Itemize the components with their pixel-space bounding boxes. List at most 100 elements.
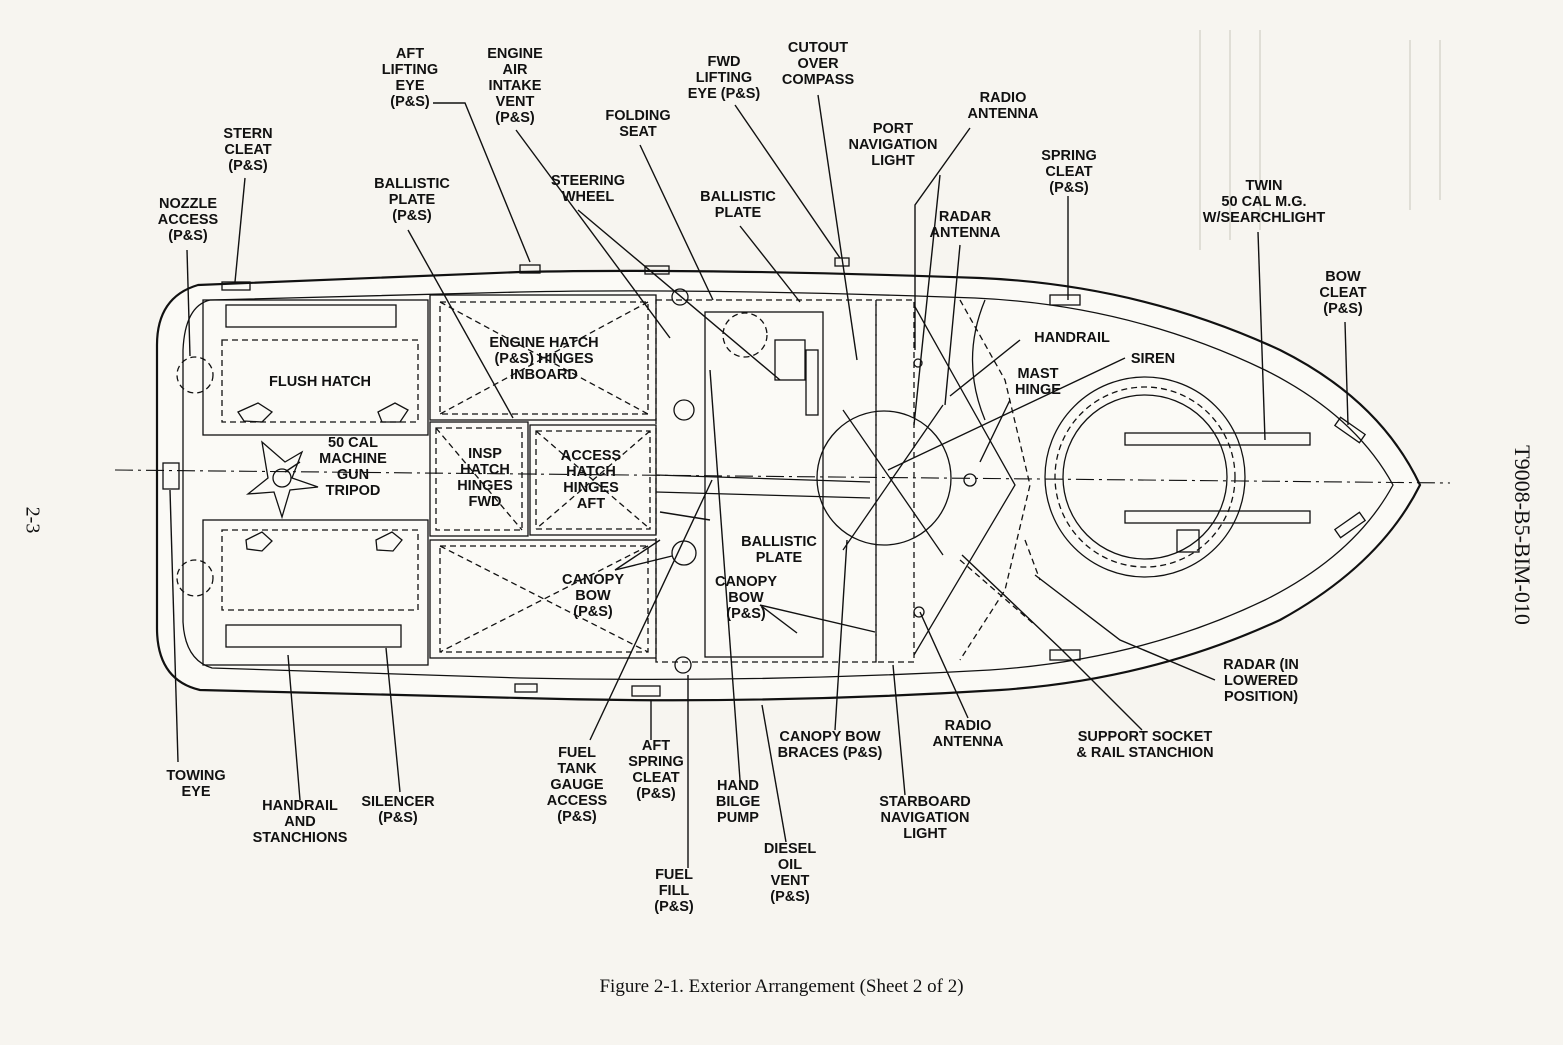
- label-line: OIL: [778, 857, 802, 873]
- label-flush-hatch: FLUSH HATCH: [269, 374, 371, 390]
- label-line: AFT: [642, 738, 670, 754]
- label-line: PUMP: [717, 810, 759, 826]
- label-line: HAND: [717, 778, 759, 794]
- engine-hatches: [429, 294, 657, 659]
- label-line: AIR: [503, 62, 529, 78]
- label-line: WHEEL: [562, 189, 615, 205]
- gun-turret: [1044, 376, 1311, 578]
- label-line: RADIO: [980, 90, 1027, 106]
- stern-hatches: [162, 299, 429, 666]
- foredeck: [816, 299, 1041, 661]
- label-line: SEAT: [619, 124, 657, 140]
- label-line: (P&S): [378, 810, 418, 826]
- label-line: TANK: [557, 761, 597, 777]
- label-line: (P&S): [228, 158, 268, 174]
- label-line: FUEL: [558, 745, 596, 761]
- label-line: (P&S): [557, 809, 597, 825]
- label-line: (P&S): [636, 786, 676, 802]
- label-line: RADAR: [939, 209, 992, 225]
- label-line: 50 CAL M.G.: [1221, 194, 1306, 210]
- label-line: ANTENNA: [968, 106, 1039, 122]
- label-line: CLEAT: [1319, 285, 1366, 301]
- label-line: BOW: [1325, 269, 1361, 285]
- label-line: W/SEARCHLIGHT: [1203, 210, 1326, 226]
- label-line: NOZZLE: [159, 196, 217, 212]
- label-line: PLATE: [756, 550, 803, 566]
- label-line: ANTENNA: [933, 734, 1004, 750]
- label-silencer: SILENCER(P&S): [361, 794, 435, 826]
- label-support-socket: SUPPORT SOCKET& RAIL STANCHION: [1076, 729, 1213, 761]
- label-line: (P&S): [1323, 301, 1363, 317]
- label-line: CANOPY: [715, 574, 777, 590]
- label-line: SPRING: [628, 754, 684, 770]
- label-line: CLEAT: [1045, 164, 1092, 180]
- label-line: FOLDING: [605, 108, 670, 124]
- label-line: GAUGE: [550, 777, 604, 793]
- label-line: BALLISTIC: [374, 176, 450, 192]
- label-line: CANOPY BOW: [779, 729, 881, 745]
- label-line: HINGES: [457, 478, 513, 494]
- label-line: BALLISTIC: [741, 534, 817, 550]
- label-line: FLUSH HATCH: [269, 374, 371, 390]
- label-line: LIFTING: [382, 62, 438, 78]
- label-line: AFT: [577, 496, 605, 512]
- label-line: MAST: [1017, 366, 1058, 382]
- page-number: 2-3: [21, 506, 44, 534]
- label-line: BOW: [575, 588, 611, 604]
- label-line: PLATE: [389, 192, 436, 208]
- gun-tripod-shape: [245, 440, 319, 520]
- label-line: FWD: [707, 54, 740, 70]
- label-line: SIREN: [1131, 351, 1175, 367]
- leader-lines: [169, 94, 1349, 868]
- label-line: (P&S): [726, 606, 766, 622]
- label-line: FUEL: [655, 867, 693, 883]
- label-line: STERN: [223, 126, 272, 142]
- label-line: (P&S): [573, 604, 613, 620]
- label-line: LIGHT: [903, 826, 947, 842]
- label-line: VENT: [771, 873, 810, 889]
- label-line: HATCH: [566, 464, 616, 480]
- label-line: BILGE: [716, 794, 761, 810]
- label-line: CUTOUT: [788, 40, 848, 56]
- label-line: ACCESS: [561, 448, 622, 464]
- label-line: TWIN: [1245, 178, 1282, 194]
- figure-caption: Figure 2-1. Exterior Arrangement (Sheet …: [599, 976, 964, 997]
- label-line: NAVIGATION: [849, 137, 938, 153]
- label-line: EYE: [181, 784, 210, 800]
- label-line: CLEAT: [632, 770, 679, 786]
- label-line: ACCESS: [158, 212, 219, 228]
- label-line: ANTENNA: [930, 225, 1001, 241]
- label-line: HANDRAIL: [262, 798, 338, 814]
- label-line: LIFTING: [696, 70, 752, 86]
- label-line: HATCH: [460, 462, 510, 478]
- label-line: RADAR (IN: [1223, 657, 1299, 673]
- label-line: LIGHT: [871, 153, 915, 169]
- label-line: (P&S): [495, 110, 535, 126]
- label-line: (P&S): [770, 889, 810, 905]
- label-line: INSP: [468, 446, 502, 462]
- label-line: EYE: [395, 78, 424, 94]
